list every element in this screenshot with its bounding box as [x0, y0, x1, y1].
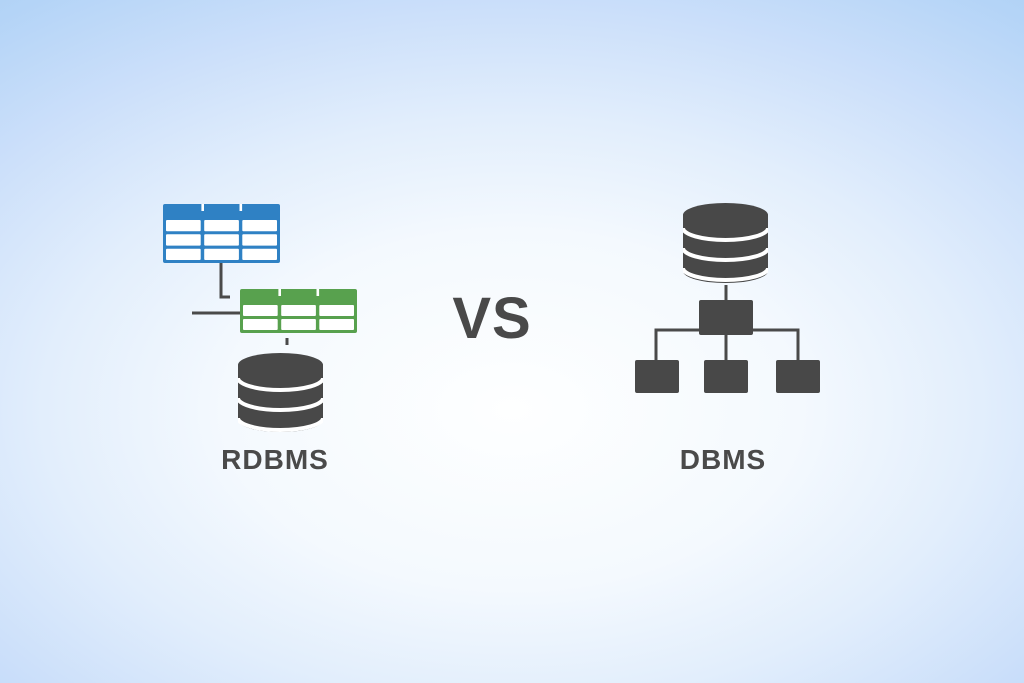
- database-cylinder-icon: [683, 203, 768, 283]
- table-blue-base: [163, 204, 280, 263]
- table-blue-cells: [166, 204, 277, 260]
- database-cylinder-icon: [238, 353, 323, 432]
- dbms-figure-group: DBMS: [600, 0, 1024, 683]
- vs-label: VS: [452, 286, 532, 351]
- rdbms-label: RDBMS: [221, 444, 329, 475]
- cylinder-body: [683, 203, 768, 283]
- cylinder-body: [238, 353, 323, 432]
- cylinder-band-gaps: [238, 377, 323, 432]
- dbms-label: DBMS: [679, 444, 767, 475]
- tree-connector-left: [654, 328, 699, 360]
- tree-child-node: [635, 360, 679, 393]
- table-blue-icon: [163, 204, 280, 263]
- table-green-cells: [243, 289, 354, 330]
- tree-connector-right: [753, 328, 800, 360]
- rdbms-figure-group: RDBMS: [0, 0, 450, 683]
- tree-parent-node: [699, 300, 753, 335]
- tree-child-node: [704, 360, 748, 393]
- connector-elbow-line: [219, 263, 230, 299]
- org-hierarchy-icon: [635, 285, 820, 393]
- tree-child-node: [776, 360, 820, 393]
- rdbms-connector-lines: [192, 263, 289, 345]
- cylinder-band-gaps: [683, 227, 768, 282]
- table-green-icon: [240, 289, 357, 333]
